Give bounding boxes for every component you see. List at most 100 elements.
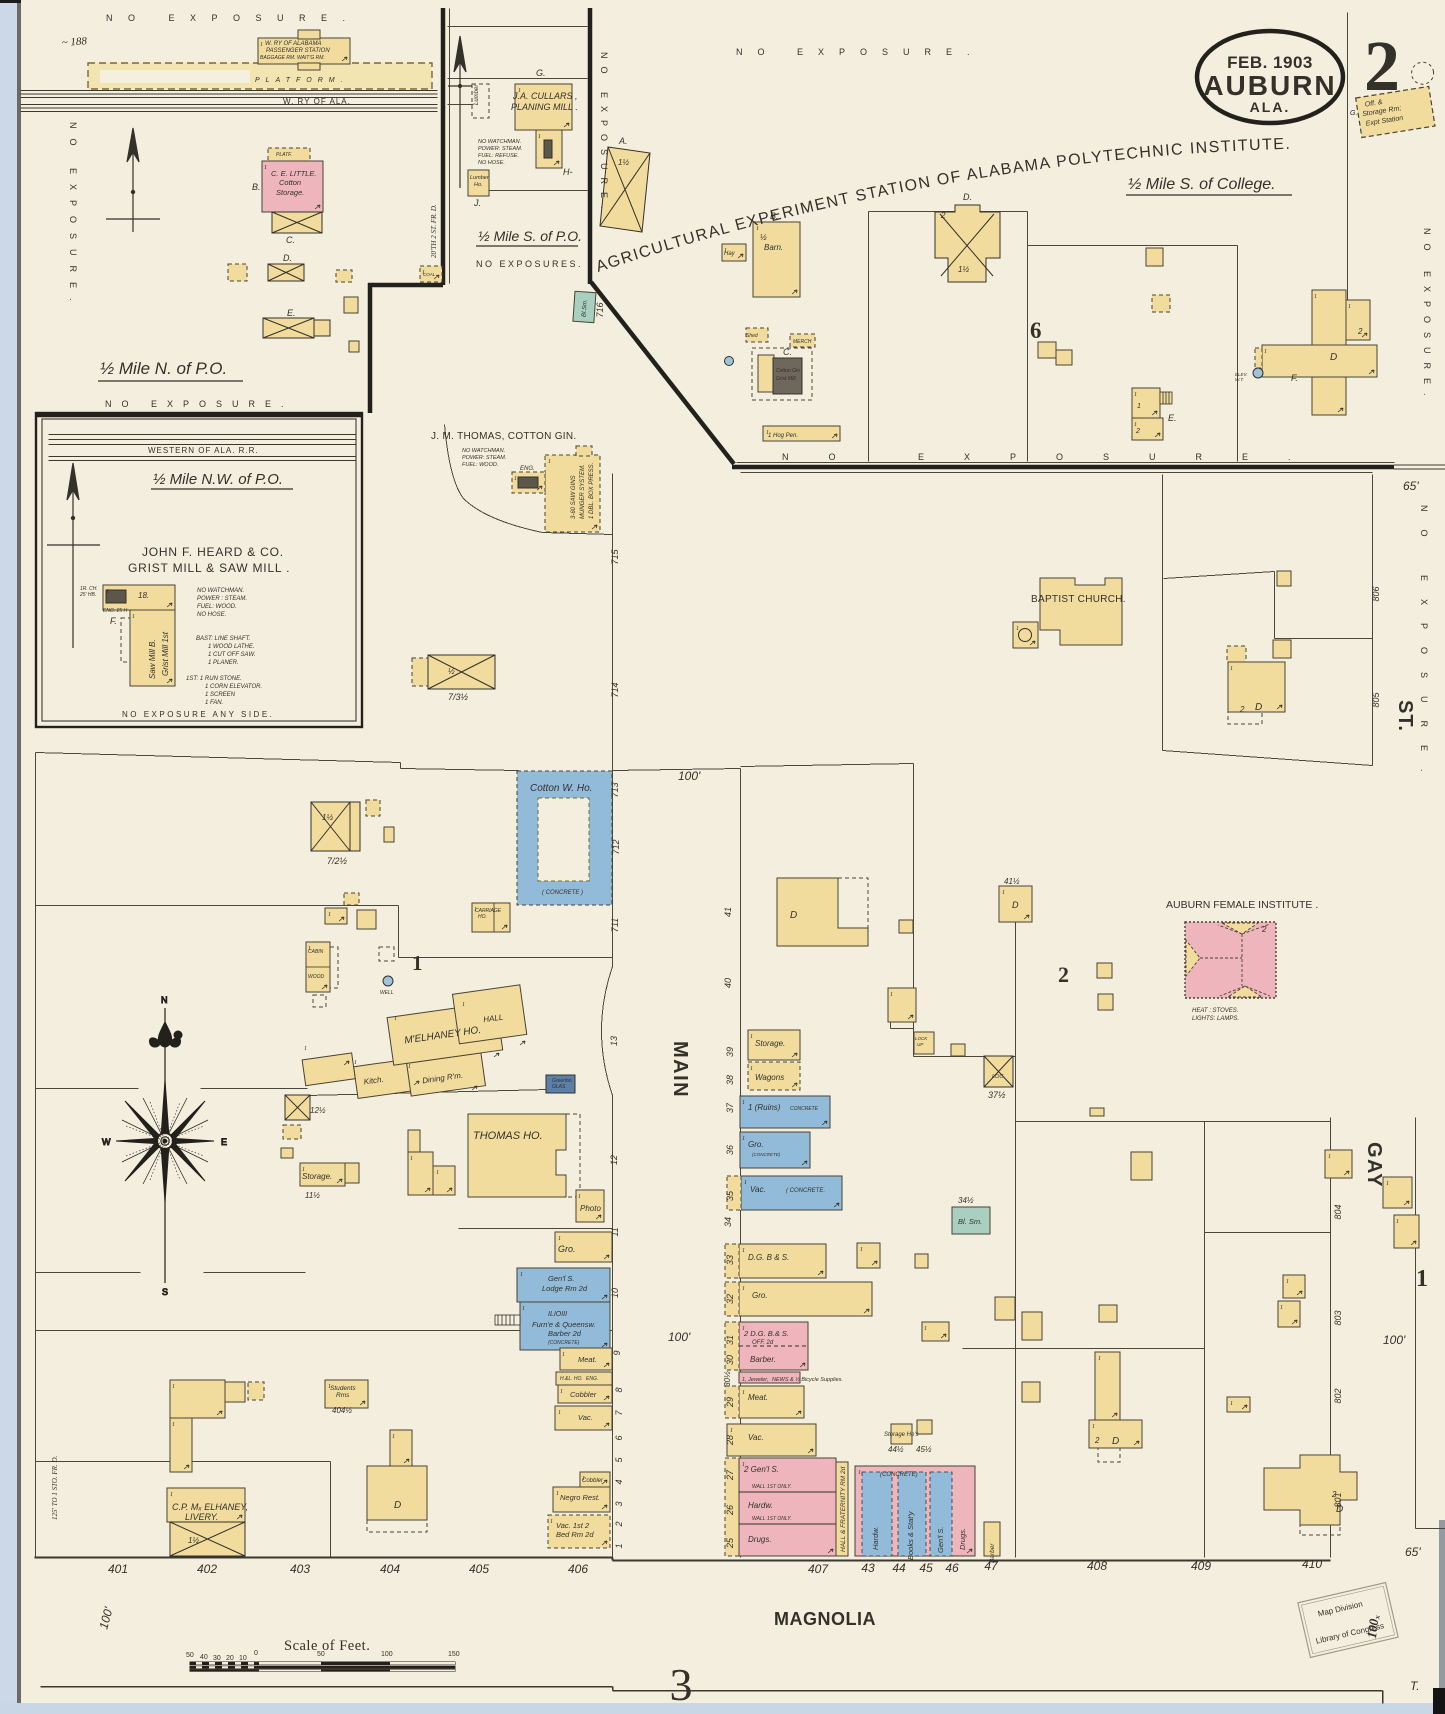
- svg-text:25' HB.: 25' HB.: [79, 592, 96, 598]
- svg-text:LOCK: LOCK: [915, 1036, 928, 1041]
- svg-text:3: 3: [614, 1501, 624, 1506]
- svg-text:27: 27: [725, 1469, 735, 1481]
- svg-text:1: 1: [462, 1002, 465, 1008]
- svg-text:W. RY OF ALA.: W. RY OF ALA.: [283, 97, 351, 106]
- svg-text:1: 1: [1314, 294, 1317, 300]
- svg-text:Vac.: Vac.: [748, 1433, 764, 1442]
- svg-text:E: E: [221, 1137, 227, 1147]
- svg-text:1: 1: [756, 226, 759, 232]
- svg-text:13: 13: [609, 1036, 619, 1046]
- svg-text:1: 1: [1016, 626, 1019, 632]
- svg-text:JOHN F. HEARD & CO.: JOHN F. HEARD & CO.: [142, 545, 284, 559]
- svg-text:7/3½: 7/3½: [448, 692, 469, 702]
- svg-text:Storage.: Storage.: [755, 1039, 785, 1048]
- svg-text:ST.: ST.: [1394, 700, 1416, 732]
- svg-text:Grist Mill.: Grist Mill.: [776, 376, 797, 382]
- svg-text:20: 20: [226, 1655, 234, 1662]
- svg-text:1: 1: [742, 1100, 745, 1106]
- svg-text:711: 711: [610, 918, 620, 932]
- svg-text:1 SCREEN: 1 SCREEN: [205, 692, 236, 698]
- svg-text:MERCH: MERCH: [793, 339, 812, 345]
- svg-text:1: 1: [106, 589, 109, 595]
- svg-text:802: 802: [1333, 1388, 1343, 1403]
- svg-text:100': 100': [96, 1605, 115, 1631]
- svg-text:1 (Ruins): 1 (Ruins): [748, 1103, 781, 1112]
- svg-text:GRIST MILL & SAW MILL .: GRIST MILL & SAW MILL .: [128, 561, 290, 575]
- svg-text:6: 6: [614, 1435, 624, 1440]
- svg-text:Off. &: Off. &: [1364, 99, 1383, 109]
- svg-text:2 Gen'l S.: 2 Gen'l S.: [743, 1465, 779, 1474]
- svg-text:Grist Mill 1st: Grist Mill 1st: [161, 631, 170, 676]
- svg-text:C.: C.: [286, 235, 295, 245]
- svg-text:( CONCRETE.: ( CONCRETE.: [786, 1188, 825, 1194]
- svg-text:Furn'e & Queensw.: Furn'e & Queensw.: [532, 1320, 596, 1329]
- svg-text:1: 1: [1134, 392, 1137, 398]
- svg-text:Hardw.: Hardw.: [748, 1501, 773, 1510]
- svg-text:LIVERY.: LIVERY.: [185, 1512, 218, 1522]
- svg-text:1: 1: [1264, 349, 1267, 355]
- svg-text:BAPTIST CHURCH.: BAPTIST CHURCH.: [1031, 594, 1126, 605]
- svg-text:W. RY OF ALABAMA: W. RY OF ALABAMA: [265, 41, 321, 47]
- svg-text:NO EXPOSURE.: NO EXPOSURE.: [68, 122, 78, 311]
- svg-text:7: 7: [614, 1410, 624, 1416]
- svg-text:0: 0: [254, 1650, 258, 1657]
- svg-text:1: 1: [860, 1247, 863, 1253]
- svg-text:Vac.: Vac.: [750, 1185, 766, 1194]
- svg-text:(CONCRETE): (CONCRETE): [548, 1340, 580, 1346]
- svg-text:Scale of Feet.: Scale of Feet.: [284, 1638, 370, 1654]
- svg-text:803: 803: [1333, 1310, 1343, 1325]
- svg-text:1: 1: [548, 459, 551, 465]
- svg-text:Photo: Photo: [580, 1204, 601, 1213]
- svg-text:GAY: GAY: [1363, 1142, 1385, 1188]
- svg-text:1 FAN.: 1 FAN.: [205, 700, 223, 706]
- svg-text:Storage.: Storage.: [302, 1172, 332, 1181]
- svg-text:NO WATCHMAN.: NO WATCHMAN.: [462, 448, 505, 454]
- svg-text:1: 1: [422, 270, 425, 276]
- svg-text:403: 403: [290, 1562, 310, 1576]
- svg-text:20'TH 2 ST. FR. D.: 20'TH 2 ST. FR. D.: [430, 204, 438, 258]
- svg-text:2: 2: [1331, 1490, 1337, 1499]
- svg-text:CARRIAGE: CARRIAGE: [475, 908, 502, 914]
- svg-text:½ Mile N.W. of P.O.: ½ Mile N.W. of P.O.: [153, 471, 283, 488]
- svg-text:D: D: [394, 1500, 401, 1511]
- svg-text:NO EXPOSURE.: NO EXPOSURE.: [106, 13, 361, 23]
- svg-text:Gro.: Gro.: [748, 1140, 764, 1149]
- svg-text:3: 3: [670, 1659, 693, 1710]
- svg-text:1: 1: [170, 1492, 173, 1498]
- svg-text:405: 405: [469, 1562, 489, 1576]
- svg-text:Cobbler: Cobbler: [570, 1390, 597, 1399]
- svg-text:Greenho.: Greenho.: [552, 1078, 573, 1084]
- svg-text:LIGHTS: LAMPS.: LIGHTS: LAMPS.: [1192, 1016, 1239, 1022]
- svg-text:D: D: [1255, 702, 1262, 713]
- svg-text:1: 1: [556, 1491, 559, 1497]
- svg-text:1: 1: [260, 42, 263, 48]
- svg-text:Books & Stat'y: Books & Stat'y: [906, 1510, 915, 1560]
- svg-text:E.: E.: [1168, 413, 1177, 423]
- svg-text:2: 2: [1135, 428, 1140, 435]
- svg-text:1: 1: [394, 1016, 397, 1022]
- svg-text:1R. CH.: 1R. CH.: [80, 586, 98, 592]
- svg-text:MAIN: MAIN: [669, 1041, 691, 1098]
- svg-text:2: 2: [1364, 26, 1400, 106]
- svg-text:1: 1: [436, 1170, 439, 1176]
- svg-text:2: 2: [614, 1521, 624, 1527]
- svg-text:D: D: [1112, 1436, 1119, 1447]
- svg-text:Cobbler: Cobbler: [582, 1478, 604, 1484]
- svg-text:2: 2: [1058, 962, 1069, 987]
- svg-text:Students: Students: [330, 1385, 356, 1392]
- svg-text:402: 402: [197, 1562, 217, 1576]
- svg-text:Bl.Sm.: Bl.Sm.: [582, 299, 589, 317]
- svg-text:41½: 41½: [1004, 877, 1020, 886]
- svg-text:1: 1: [308, 946, 311, 952]
- svg-text:Barn.: Barn.: [764, 243, 783, 252]
- svg-text:35: 35: [725, 1190, 735, 1201]
- svg-text:1: 1: [392, 1434, 395, 1440]
- svg-text:½ Mile N. of P.O.: ½ Mile N. of P.O.: [100, 359, 227, 378]
- svg-text:WOOD: WOOD: [308, 974, 324, 980]
- svg-text:100': 100': [678, 769, 701, 783]
- svg-text:HEAT : STOVES.: HEAT : STOVES.: [1192, 1008, 1238, 1014]
- svg-text:Bl. Sm.: Bl. Sm.: [958, 1217, 982, 1226]
- svg-text:NO HOSE.: NO HOSE.: [197, 612, 226, 618]
- svg-text:18.: 18.: [138, 591, 149, 600]
- svg-text:31: 31: [725, 1335, 735, 1345]
